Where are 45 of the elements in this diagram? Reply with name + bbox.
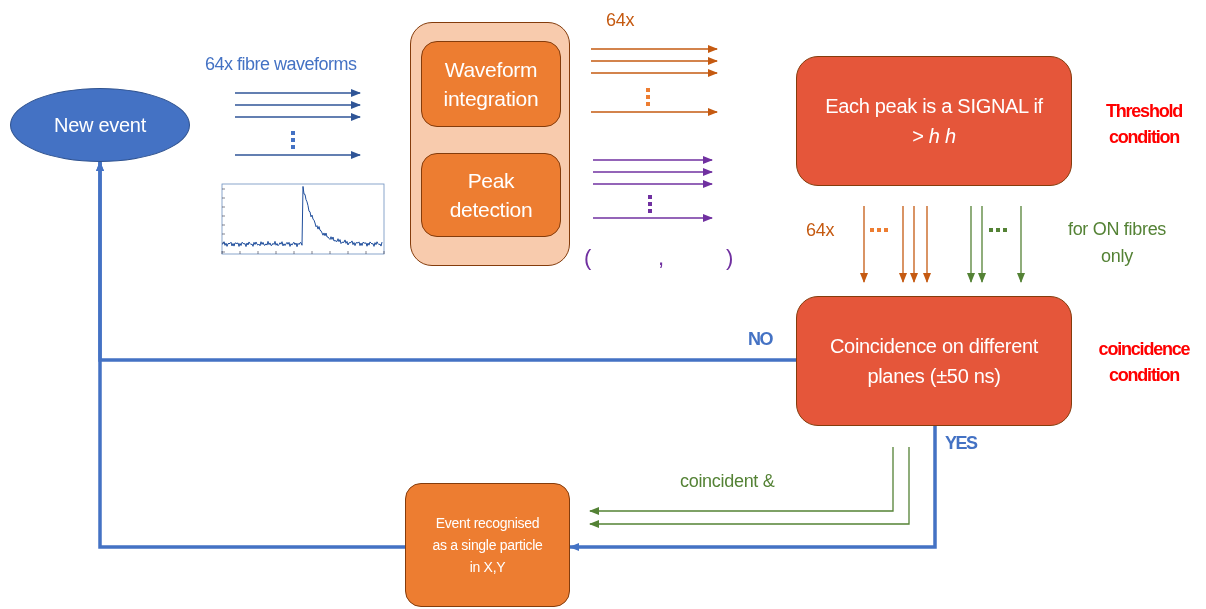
result-box	[405, 483, 570, 607]
annotation-text: for ON fibres only	[1066, 218, 1168, 268]
signal-arrow	[234, 151, 361, 159]
condition-box	[796, 56, 1072, 186]
signal-arrow	[589, 446, 894, 515]
annotation-text: coincident &	[680, 470, 776, 493]
annotation-text: ,	[658, 246, 665, 270]
process-box	[421, 153, 561, 237]
signal-arrow	[592, 168, 713, 176]
process-box	[421, 41, 561, 127]
node-text: New event	[54, 113, 146, 138]
process-group-panel	[410, 22, 570, 266]
annotation-text: 64x	[806, 219, 836, 242]
condition-note: Threshold condition	[1104, 100, 1184, 149]
signal-arrow	[592, 180, 713, 188]
node-text: Each peak is a SIGNAL if > h h	[824, 94, 1044, 149]
signal-arrow	[234, 89, 361, 97]
node-text: Event recognised as a single particle in X,Y	[431, 514, 544, 577]
signal-arrow	[1017, 205, 1025, 283]
signal-arrow	[590, 57, 718, 65]
signal-arrow	[234, 101, 361, 109]
annotation-text: 64x fibre waveforms	[205, 53, 358, 76]
signal-arrow	[590, 69, 718, 77]
annotation-text: 64x	[606, 9, 636, 32]
signal-arrow	[978, 205, 986, 283]
condition-note: coincidence condition	[1097, 338, 1191, 387]
signal-arrow	[589, 446, 910, 528]
signal-arrow	[590, 108, 718, 116]
signal-arrow	[923, 205, 931, 283]
node-text: Peak detection	[448, 168, 534, 223]
signal-arrow	[592, 156, 713, 164]
flow-arrow	[96, 161, 405, 549]
signal-arrow	[590, 45, 718, 53]
condition-box	[796, 296, 1072, 426]
node-text: Coincidence on different planes (±50 ns)	[828, 334, 1040, 389]
signal-arrow	[860, 205, 868, 283]
signal-arrow	[234, 113, 361, 121]
annotation-text: (	[584, 246, 593, 270]
flow-arrow	[569, 426, 937, 551]
signal-arrow	[967, 205, 975, 283]
signal-arrow	[592, 214, 713, 222]
annotation-text: )	[726, 246, 735, 270]
signal-arrow	[910, 205, 918, 283]
signal-arrow	[899, 205, 907, 283]
node-text: Waveform integration	[442, 57, 540, 112]
